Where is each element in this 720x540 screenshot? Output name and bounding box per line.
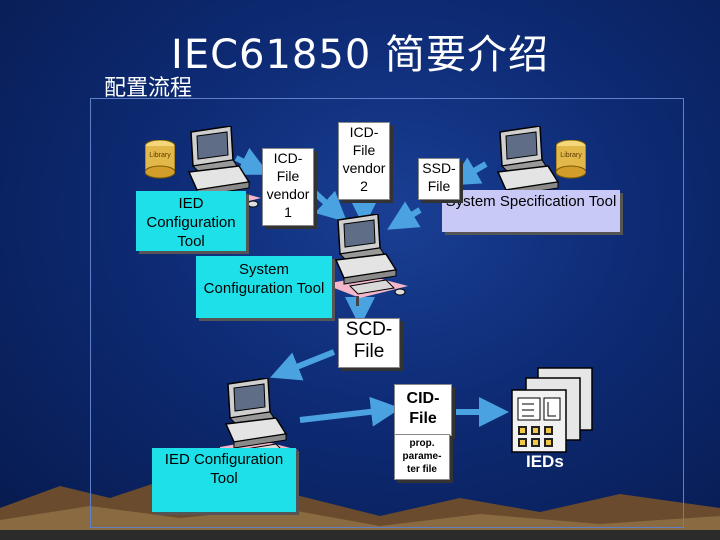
arrow-icd1-to-syscfg <box>311 189 348 223</box>
file-line: File <box>353 341 385 362</box>
file-line: File <box>352 142 376 158</box>
library-right: Library <box>556 140 586 180</box>
library-database-icon <box>556 140 586 179</box>
file-line: CID- <box>406 390 440 407</box>
ied-configuration-tool-top: IED Configuration Tool <box>136 191 246 251</box>
tool-label: System Configuration Tool <box>203 261 325 297</box>
file-line: 1 <box>284 204 292 220</box>
page-title: IEC61850 简要介绍 <box>171 32 549 78</box>
arrow-spec-to-ssd <box>449 157 488 186</box>
tool-label: IED Configuration Tool <box>164 451 284 487</box>
diagram-frame <box>90 98 684 528</box>
arrow-ssd-to-syscfg <box>387 201 422 230</box>
file-line: parame- <box>402 451 442 462</box>
library-left: Library <box>145 140 175 180</box>
ieds-label: IEDs <box>526 452 564 471</box>
computer-workstation-icon <box>330 214 409 307</box>
file-line: ICD- <box>349 124 379 140</box>
file-line: File <box>427 178 451 194</box>
file-line: ICD- <box>273 150 303 166</box>
cid-file: CID- File <box>394 384 452 436</box>
scd-file: SCD- File <box>338 318 400 368</box>
arrow-scd-to-pc-bottom <box>270 349 336 381</box>
file-line: File <box>276 168 300 184</box>
library-database-icon <box>145 140 175 179</box>
ssd-file: SSD- File <box>418 158 460 200</box>
file-line: ter file <box>406 464 437 475</box>
file-line: 2 <box>360 178 368 194</box>
icd-file-vendor-2: ICD- File vendor 2 <box>338 122 390 200</box>
tool-label: IED Configuration Tool <box>146 195 236 250</box>
library-label: Library <box>149 152 171 159</box>
system-specification-tool: System Specification Tool <box>442 190 620 232</box>
ied-device-stack-icon <box>511 367 593 453</box>
file-line: vendor <box>342 160 386 176</box>
file-line: SCD- <box>345 319 393 340</box>
file-line: File <box>409 410 437 427</box>
library-label: Library <box>560 152 582 159</box>
system-configuration-tool: System Configuration Tool <box>196 256 332 318</box>
ied-configuration-tool-bottom: IED Configuration Tool <box>152 448 296 512</box>
file-line: vendor <box>266 186 310 202</box>
tool-label: System Specification Tool <box>445 193 617 210</box>
file-line: prop. <box>409 438 435 449</box>
arrow-pc-bottom-to-cid <box>299 396 401 427</box>
arrow-pc1-to-icd1 <box>234 147 270 175</box>
file-line: SSD- <box>422 160 456 176</box>
prop-parameter-file: prop. parame- ter file <box>394 434 450 480</box>
icd-file-vendor-1: ICD- File vendor 1 <box>262 148 314 226</box>
page-subtitle: 配置流程 <box>104 76 193 101</box>
